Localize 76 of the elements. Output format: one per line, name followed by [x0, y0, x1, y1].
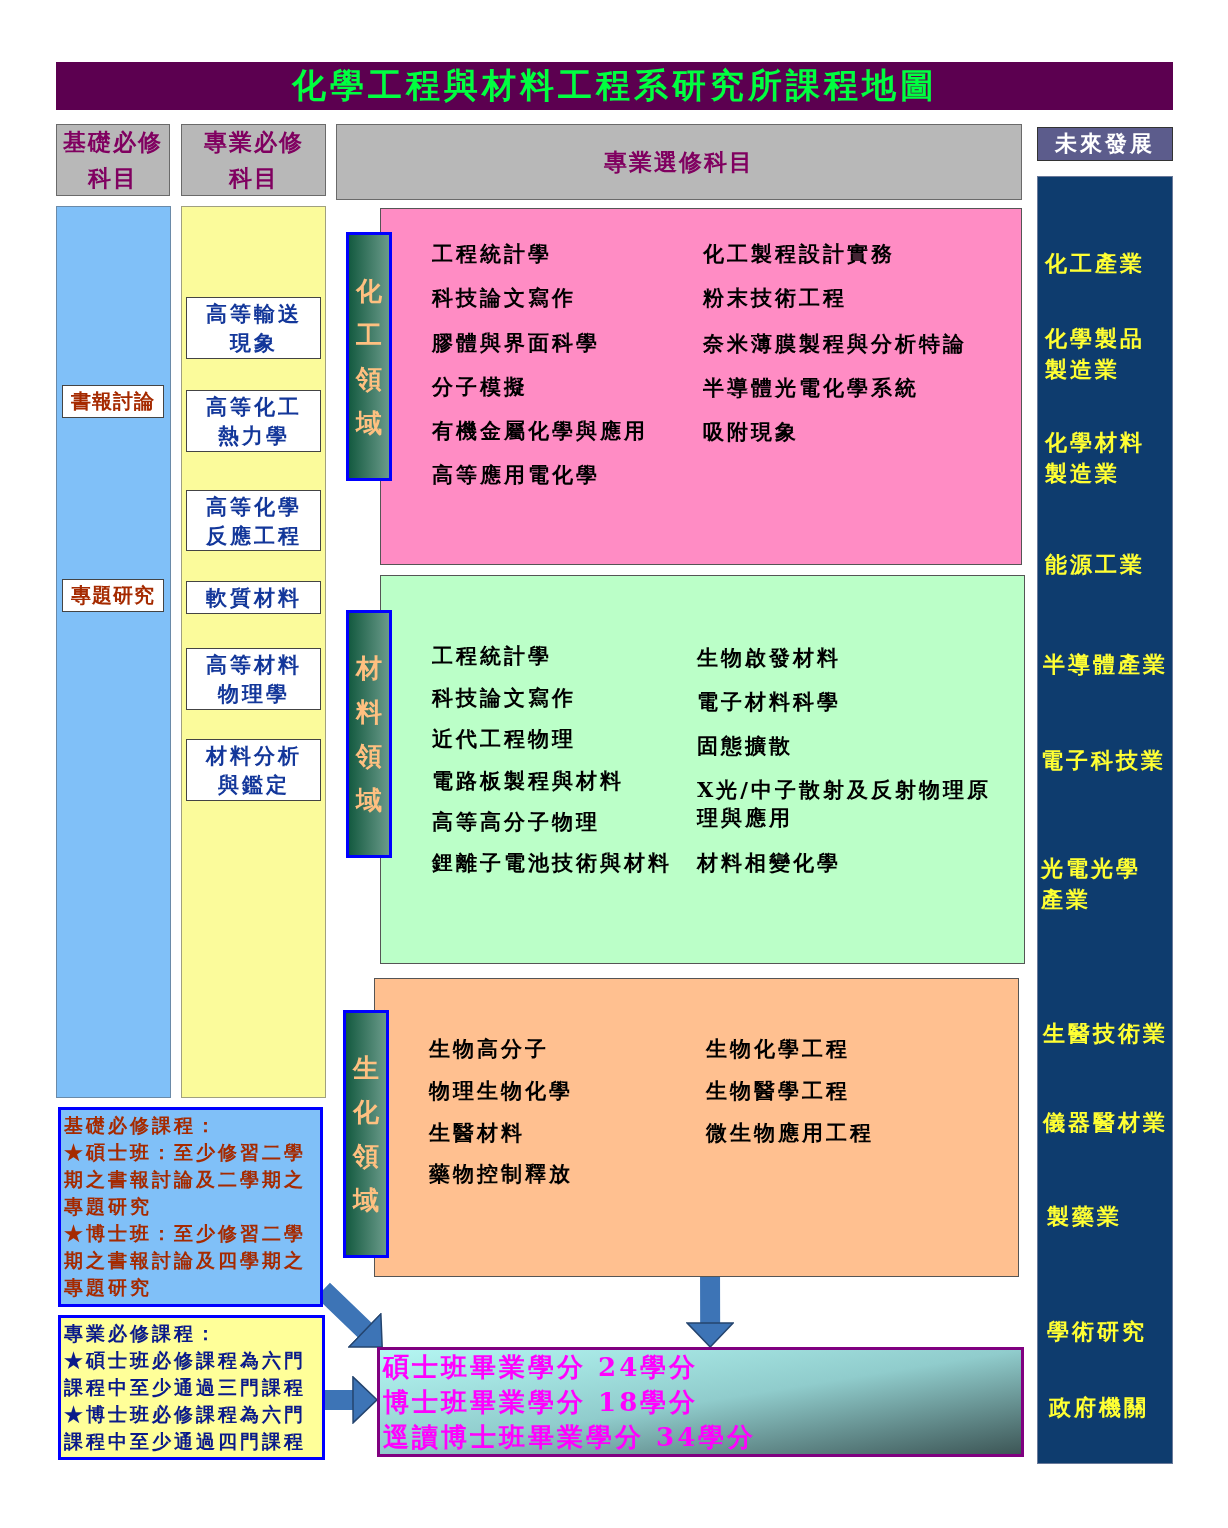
course-name: 吸附現象 — [703, 418, 799, 446]
course-name: 粉末技術工程 — [703, 284, 847, 312]
note-text: ★博士班：至少修習二學期之書報討論及四學期之專題研究 — [64, 1221, 307, 1300]
career-field: 製藥業 — [1047, 1201, 1122, 1232]
course-name: 科技論文寫作 — [432, 284, 576, 312]
requirement-note — [58, 1107, 323, 1307]
career-field: 儀器醫材業 — [1043, 1107, 1168, 1138]
course-name: 生醫材料 — [429, 1119, 525, 1147]
course-name: 生物高分子 — [429, 1035, 549, 1063]
career-field: 學術研究 — [1047, 1316, 1147, 1347]
course-panel — [380, 208, 1022, 565]
note-text: ★博士班必修課程為六門課程中至少通過四門課程 — [64, 1402, 307, 1454]
course-box: 高等輸送現象 — [186, 297, 321, 359]
note-text: ★碩士班：至少修習二學期之書報討論及二學期之專題研究 — [64, 1140, 307, 1219]
course-box: 專題研究 — [62, 579, 164, 612]
career-field: 化學材料製造業 — [1045, 427, 1155, 489]
requirement-note — [58, 1315, 325, 1460]
course-box: 高等化工熱力學 — [186, 390, 321, 452]
course-name: 電子材料科學 — [697, 688, 841, 716]
course-name: 工程統計學 — [432, 642, 552, 670]
note-heading: 基礎必修課程： — [64, 1113, 219, 1138]
career-field: 光電光學產業 — [1041, 853, 1151, 915]
course-name: 固態擴散 — [697, 732, 793, 760]
course-box: 高等材料物理學 — [186, 648, 321, 710]
course-column — [181, 206, 326, 1098]
course-name: 近代工程物理 — [432, 725, 576, 753]
career-field: 半導體產業 — [1043, 649, 1168, 680]
career-field: 能源工業 — [1045, 549, 1145, 580]
career-field: 政府機關 — [1049, 1392, 1149, 1423]
course-name: 生物啟發材料 — [697, 644, 841, 672]
course-name: 材料相變化學 — [697, 849, 841, 877]
course-box: 材料分析與鑑定 — [186, 739, 321, 801]
course-column — [56, 206, 171, 1098]
course-name: 高等應用電化學 — [432, 461, 600, 489]
career-field: 電子科技業 — [1041, 745, 1166, 776]
column-header: 基礎必修科目 — [56, 124, 170, 196]
course-name: 分子模擬 — [432, 373, 528, 401]
block-arrow — [686, 1277, 734, 1348]
note-text: ★碩士班必修課程為六門課程中至少通過三門課程 — [64, 1348, 307, 1400]
course-box: 高等化學反應工程 — [186, 490, 321, 551]
course-name: 半導體光電化學系統 — [703, 374, 919, 402]
course-box: 軟質材料 — [186, 581, 321, 614]
course-name: 高等高分子物理 — [432, 808, 600, 836]
column-header: 專業必修科目 — [181, 124, 326, 196]
note-heading: 專業必修課程： — [64, 1321, 219, 1346]
column-header: 未來發展 — [1037, 127, 1173, 161]
course-name: X光/中子散射及反射物理原理與應用 — [697, 776, 992, 832]
career-panel — [1037, 176, 1173, 1464]
course-name: 科技論文寫作 — [432, 684, 576, 712]
course-name: 生物醫學工程 — [706, 1077, 850, 1105]
course-name: 鋰離子電池技術與材料 — [432, 849, 672, 877]
career-field: 化工產業 — [1045, 248, 1145, 279]
course-name: 膠體與界面科學 — [432, 329, 600, 357]
domain-tab: 生化領域 — [343, 1010, 389, 1258]
career-field: 生醫技術業 — [1043, 1018, 1168, 1049]
course-name: 微生物應用工程 — [706, 1119, 874, 1147]
course-name: 工程統計學 — [432, 240, 552, 268]
career-field: 化學製品製造業 — [1045, 323, 1155, 385]
block-arrow — [324, 1376, 378, 1424]
course-name: 有機金屬化學與應用 — [432, 417, 648, 445]
credit-requirement: 碩士班畢業學分 24學分 — [383, 1351, 700, 1384]
course-name: 物理生物化學 — [429, 1077, 573, 1105]
credit-requirement: 博士班畢業學分 18學分 — [383, 1386, 700, 1419]
title-banner: 化學工程與材料工程系研究所課程地圖 — [56, 62, 1173, 110]
course-name: 化工製程設計實務 — [703, 240, 895, 268]
course-name: 奈米薄膜製程與分析特論 — [703, 330, 967, 358]
column-header: 專業選修科目 — [336, 124, 1022, 200]
graduation-credits-panel — [377, 1347, 1024, 1457]
course-name: 電路板製程與材料 — [432, 767, 624, 795]
course-name: 藥物控制釋放 — [429, 1160, 573, 1188]
domain-tab: 材料領域 — [346, 610, 392, 858]
course-panel — [380, 575, 1025, 964]
domain-tab: 化工領域 — [346, 232, 392, 481]
course-name: 生物化學工程 — [706, 1035, 850, 1063]
credit-requirement: 逕讀博士班畢業學分 34學分 — [383, 1421, 758, 1454]
course-box: 書報討論 — [62, 385, 164, 418]
